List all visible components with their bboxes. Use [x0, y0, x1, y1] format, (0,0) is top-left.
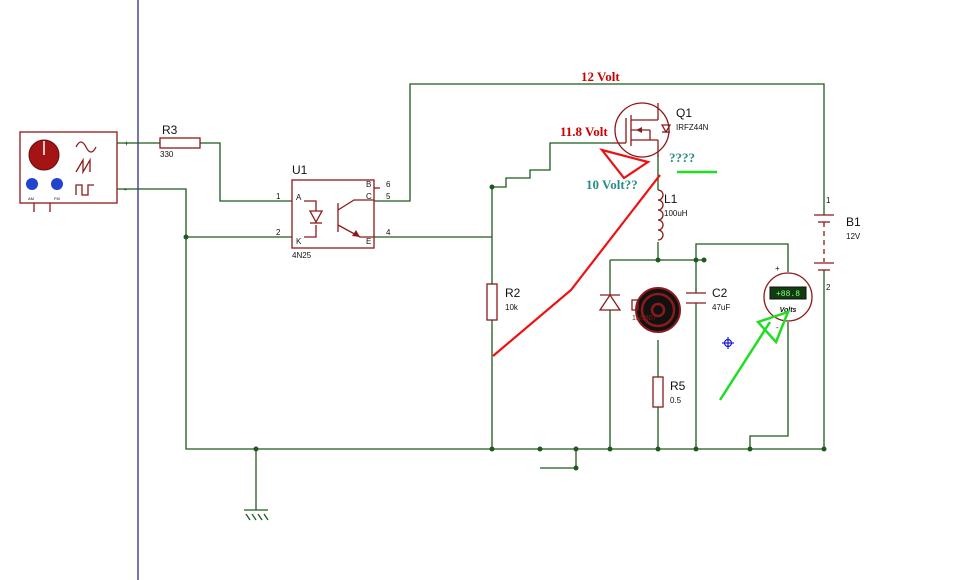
battery-b1[interactable]: 1 2 B1 12V: [814, 196, 861, 292]
inductor-l1[interactable]: L1 100uH: [657, 189, 688, 241]
resistor-r5[interactable]: R5 0.5: [652, 376, 686, 408]
am-label: AM: [28, 196, 34, 201]
green-arrow-head: [755, 309, 791, 345]
svg-text:6: 6: [386, 180, 391, 189]
function-generator[interactable]: AM FM + -: [19, 131, 129, 212]
svg-text:A: A: [296, 193, 302, 202]
diode[interactable]: [598, 293, 622, 311]
svg-text:2: 2: [826, 283, 831, 292]
optocoupler-u1[interactable]: U1 4N25 A K B C E 1 2 4 5 6: [276, 163, 391, 260]
green-arrow-line: [718, 321, 772, 401]
ground-symbol: [244, 509, 269, 521]
top-voltage-annotation: 12 Volt: [581, 69, 620, 84]
question-annotation: ????: [669, 150, 695, 165]
r3-value: 330: [160, 150, 174, 159]
r2-ref: R2: [505, 286, 521, 300]
r5-ref: R5: [670, 379, 686, 393]
r2-value: 10k: [505, 303, 519, 312]
sawtooth-icon: [75, 157, 91, 175]
svg-text:4: 4: [386, 228, 391, 237]
am-knob[interactable]: [26, 178, 38, 190]
svg-text:C: C: [366, 192, 372, 201]
source-voltage-annotation: 10 Volt??: [586, 177, 638, 192]
capacitor-c2[interactable]: C2 47uF: [686, 286, 730, 312]
q1-value: IRFZ44N: [676, 123, 709, 132]
r5-value: 0.5: [670, 396, 682, 405]
svg-text:2: 2: [276, 228, 281, 237]
b1-ref: B1: [846, 215, 861, 229]
motor-label: 1N5807: [632, 315, 657, 322]
b1-value: 12V: [846, 232, 861, 241]
junction-dots: [183, 184, 827, 471]
svg-text:-: -: [776, 323, 779, 332]
svg-text:+: +: [775, 264, 780, 273]
l1-value: 100uH: [664, 209, 688, 218]
u1-ref: U1: [292, 163, 308, 177]
q1-ref: Q1: [676, 106, 692, 120]
voltmeter[interactable]: +88.8 Volts + -: [763, 264, 813, 332]
r3-ref: R3: [162, 123, 178, 137]
gate-voltage-annotation: 11.8 Volt: [560, 124, 608, 139]
crosshair-cursor-icon: [722, 337, 734, 349]
annotations: 12 Volt 11.8 Volt 10 Volt?? ????: [492, 69, 791, 401]
voltmeter-display: +88.8: [776, 290, 800, 299]
voltmeter-unit: Volts: [780, 307, 797, 314]
svg-text:B: B: [366, 180, 371, 189]
svg-text:5: 5: [386, 192, 391, 201]
red-arrow-head: [599, 148, 651, 180]
fm-knob[interactable]: [51, 178, 63, 190]
svg-text:K: K: [296, 237, 302, 246]
svg-text:1: 1: [276, 192, 281, 201]
svg-text:1: 1: [826, 196, 831, 205]
resistor-r3[interactable]: R3 330: [159, 123, 201, 159]
c2-value: 47uF: [712, 303, 730, 312]
fm-label: FM: [54, 196, 60, 201]
svg-text:E: E: [366, 237, 371, 246]
l1-ref: L1: [664, 192, 678, 206]
wires: [117, 83, 825, 510]
red-annotation-line: [492, 174, 661, 357]
u1-value: 4N25: [292, 251, 312, 260]
dc-motor[interactable]: 1N5807: [631, 287, 681, 333]
c2-ref: C2: [712, 286, 728, 300]
sine-wave-icon: [75, 141, 97, 153]
resistor-r2[interactable]: R2 10k: [486, 283, 521, 321]
square-wave-icon: [75, 184, 94, 196]
mosfet-q1[interactable]: Q1 IRFZ44N: [612, 102, 709, 158]
